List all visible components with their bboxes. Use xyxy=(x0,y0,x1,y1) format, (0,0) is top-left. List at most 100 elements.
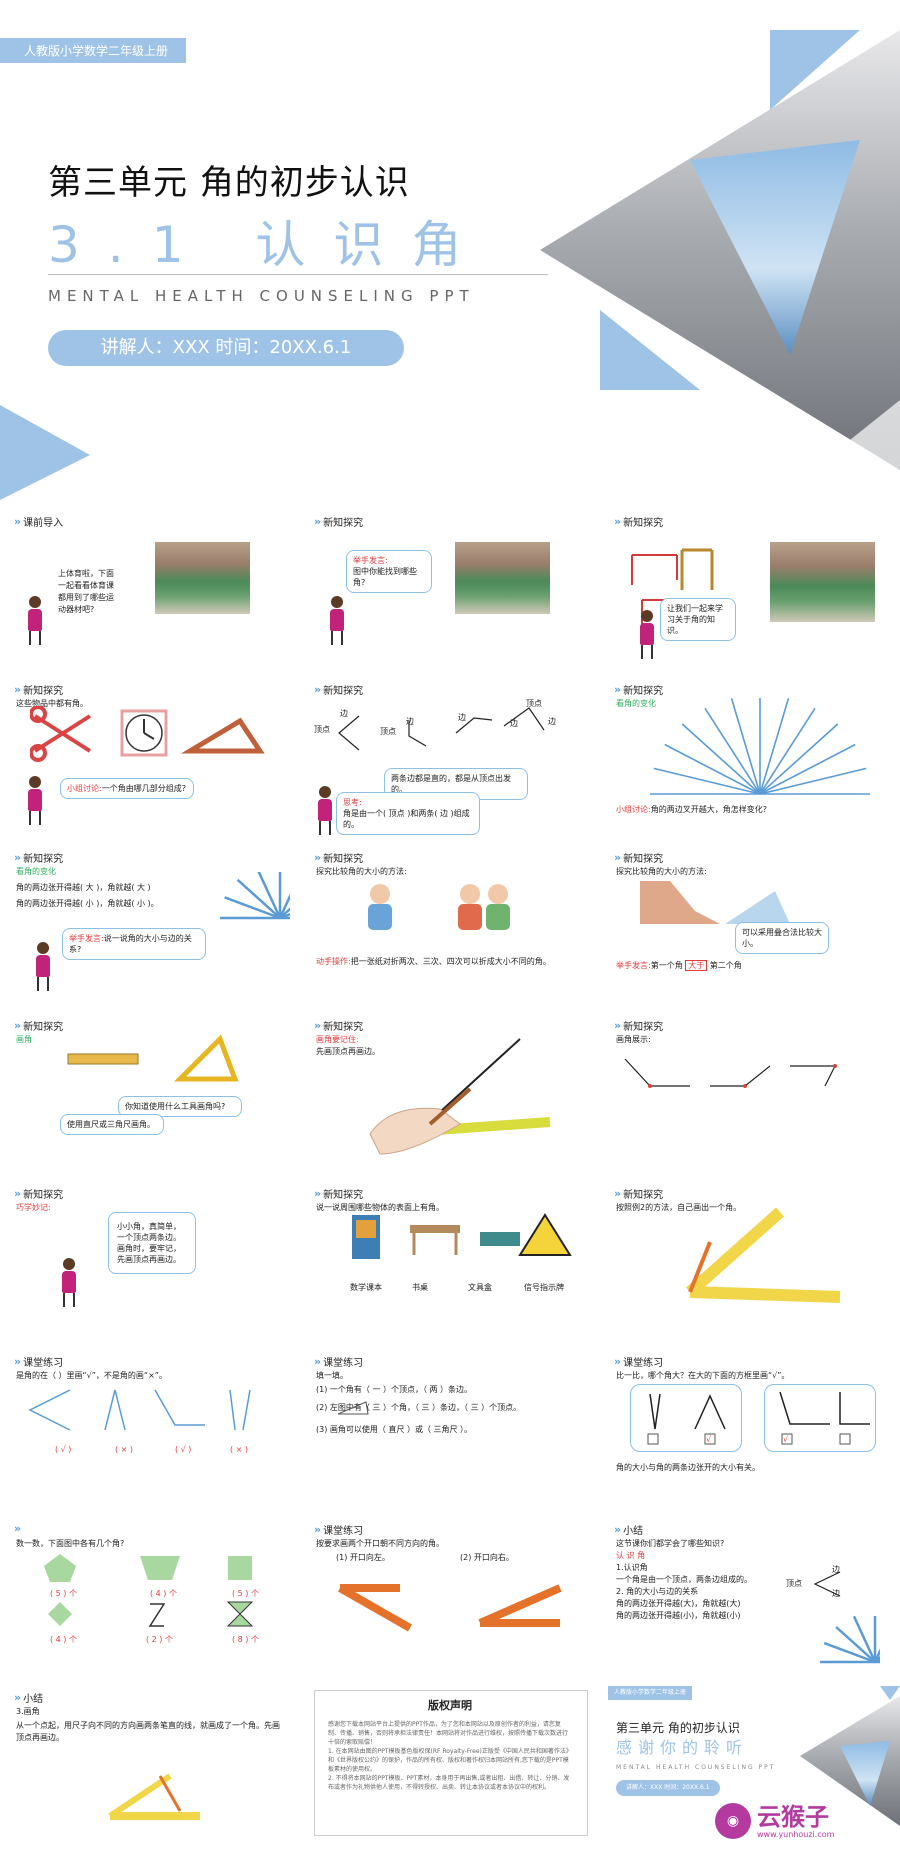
fan-line xyxy=(759,743,856,795)
compare-box-1 xyxy=(630,1384,742,1452)
fan-line xyxy=(823,1641,876,1664)
operation-text: 动手操作:把一张纸对折两次、三次、四次可以折成大小不同的角。 xyxy=(316,957,551,966)
discussion-text: 小组讨论:角的两边叉开越大，角怎样变化? xyxy=(616,805,767,814)
speech-bubble: 举手发言:图中你能找到哪些角? xyxy=(346,550,432,593)
slide-5[interactable]: »新知探究 边 顶点 边 顶点 边 顶点 边 边 两条边都是直的，都是从顶点出发… xyxy=(300,668,600,836)
fan-of-angles xyxy=(650,698,870,795)
slide-3[interactable]: »新知探究 让我们一起来学习关于角的知识。 xyxy=(600,500,900,668)
teacher-figure xyxy=(330,596,344,646)
slide-17[interactable]: »课堂练习 填一填。 (1) 一个角有（ 一 ）个顶点，（ 两 ）条边。 (2)… xyxy=(300,1340,600,1508)
slide-16[interactable]: »课堂练习 是角的在（ ）里画“√”，不是角的画“×”。 ( √ ) ( × )… xyxy=(0,1340,300,1508)
chevron-icon: » xyxy=(314,515,321,528)
speech-bubble: 小组讨论:一个角由哪几部分组成? xyxy=(60,778,194,799)
chevron-icon: » xyxy=(14,1019,21,1032)
fan-line xyxy=(730,698,761,795)
fan-line xyxy=(835,1626,876,1663)
slide-7[interactable]: »新知探究 看角的变化 角的两边张开得越( 大 )，角就越( 大 ) 角的两边张… xyxy=(0,836,300,1004)
objects-with-angles xyxy=(352,1213,572,1259)
slide-18[interactable]: »课堂练习 比一比，哪个角大？在大的下面的方框里画“√”。 √ √ 角的大小与角… xyxy=(600,1340,900,1508)
fan-line xyxy=(852,1616,877,1663)
thanks-decoration xyxy=(800,1686,900,1826)
fan-line xyxy=(279,912,290,920)
fan-line xyxy=(759,698,790,795)
slide-19[interactable]: » 数一数，下面图中各有几个角? ( 5 ) 个 ( 4 ) 个 ( 5 ) 个… xyxy=(0,1508,300,1676)
chevron-icon: » xyxy=(314,851,321,864)
fan-line xyxy=(664,743,761,795)
blue-triangle-mid xyxy=(600,310,700,390)
playground-photo xyxy=(155,542,250,614)
slide-13[interactable]: »新知探究 巧学妙记: 小小角，真简单，一个顶点两条边。画角时，要牢记，先画顶点… xyxy=(0,1172,300,1340)
speech-bubble: 思考:角是由一个( 顶点 )和两条( 边 )组成的。 xyxy=(336,792,480,835)
copyright-box xyxy=(314,1690,588,1836)
shapes-count xyxy=(44,1554,254,1627)
teacher-figure xyxy=(62,1258,76,1308)
slide-heading: »课前导入 xyxy=(14,515,64,529)
compare-angles xyxy=(647,1391,870,1445)
speech-bubble: 你知道使用什么工具画角吗? xyxy=(118,1096,242,1117)
slide-9[interactable]: »新知探究 探究比较角的大小的方法: 可以采用叠合法比较大小。 举手发言:第一个… xyxy=(600,836,900,1004)
kids-folding-illustration xyxy=(368,884,510,930)
ruler-angle-illustration xyxy=(686,1207,841,1303)
chevron-icon: » xyxy=(14,515,21,528)
overlap-angles-illustration xyxy=(640,881,790,924)
speech-bubble: 举手发言:说一说角的大小与边的关系? xyxy=(62,928,206,960)
chevron-icon: » xyxy=(14,851,21,864)
fan-line xyxy=(278,893,290,919)
chevron-icon: » xyxy=(14,1355,21,1368)
chevron-icon: » xyxy=(14,1691,21,1704)
fan-line xyxy=(653,767,761,795)
slide-4[interactable]: »新知探究 这些物品中都有角。 小组讨论:一个角由哪几部分组成? xyxy=(0,668,300,836)
teacher-figure xyxy=(640,610,654,660)
slide-15[interactable]: »新知探究 按照例2的方法，自己画出一个角。 xyxy=(600,1172,900,1340)
slide-21[interactable]: »小结 这节课你们都学会了哪些知识? 认 识 角 1.认识角 一个角是由一个顶点… xyxy=(600,1508,900,1676)
poem-bubble: 小小角，真简单，一个顶点两条边。画角时，要牢记，先画顶点再画边。 xyxy=(108,1212,196,1274)
chevron-icon: » xyxy=(614,515,621,528)
fan-line xyxy=(236,878,281,919)
blue-triangle-left xyxy=(0,405,90,500)
slide-8[interactable]: »新知探究 探究比较角的大小的方法: 动手操作:把一张纸对折两次、三次、四次可以… xyxy=(300,836,600,1004)
chevron-icon: » xyxy=(14,1187,21,1200)
slide-24[interactable]: 人教版小学数学二年级上册 第三单元 角的初步认识 感谢你的聆听 MENTAL H… xyxy=(600,1676,900,1850)
presenter-pill: 讲解人：XXX 时间：20XX.6.1 xyxy=(48,330,404,366)
gray-sky-triangle xyxy=(540,30,900,470)
fan-line xyxy=(279,907,290,919)
slide-grid: »课前导入 上体育啦，下面一起看看体育课都用到了哪些运动器材吧? »新知探究 举… xyxy=(0,500,900,1850)
chevron-icon: » xyxy=(614,851,621,864)
slide-10[interactable]: »新知探究 画角 你知道使用什么工具画角吗? 使用直尺或三角尺画角。 xyxy=(0,1004,300,1172)
hero-title: 第三单元 角的初步认识 xyxy=(48,163,410,203)
speech-bubble: 可以采用叠合法比较大小。 xyxy=(735,922,829,954)
slide-12[interactable]: »新知探究 画角展示: xyxy=(600,1004,900,1172)
angle-parts-illustration xyxy=(338,707,545,751)
title-slide: 人教版小学数学二年级上册 第三单元 角的初步认识 3.1 认识角 MENTAL … xyxy=(0,0,900,500)
objects-illustration xyxy=(30,706,265,762)
copyright-text: 感谢您下载本网站平台上提供的PPT作品，为了您和本网站以及原创作者的利益，请您复… xyxy=(328,1721,572,1791)
slide-6[interactable]: »新知探究 看角的变化 小组讨论:角的两边叉开越大，角怎样变化? xyxy=(600,668,900,836)
chevron-icon: » xyxy=(314,1187,321,1200)
copyright-title: 版权声明 xyxy=(428,1699,472,1712)
slide-14[interactable]: »新知探究 说一说周围哪些物体的表面上有角。 数学课本 书桌 文具盒 信号指示牌 xyxy=(300,1172,600,1340)
fan-line xyxy=(681,723,761,795)
compare-text: 举手发言:第一个角 大于 第二个角 xyxy=(616,960,742,971)
hero-subtitle: 3.1 认识角 xyxy=(48,216,490,274)
drawing-angle-illustration xyxy=(108,1773,200,1820)
slide-22[interactable]: »小结 3.画角 从一个点起，用尺子向不同的方向画两条笔直的线，就画成了一个角。… xyxy=(0,1676,300,1850)
slide-23[interactable]: 版权声明 感谢您下载本网站平台上提供的PPT作品，为了您和本网站以及原创作者的利… xyxy=(300,1676,600,1850)
exercise-angles xyxy=(28,1389,251,1431)
hero-tag: 人教版小学数学二年级上册 xyxy=(0,38,187,63)
slide-2[interactable]: »新知探究 举手发言:图中你能找到哪些角? xyxy=(300,500,600,668)
speech-bubble: 让我们一起来学习关于角的知识。 xyxy=(660,598,736,641)
slide-11[interactable]: »新知探究 画角要记住: 先画顶点再画边。 xyxy=(300,1004,600,1172)
slide-1[interactable]: »课前导入 上体育啦，下面一起看看体育课都用到了哪些运动器材吧? xyxy=(0,500,300,668)
compare-box-2 xyxy=(764,1384,876,1452)
blue-triangle-top xyxy=(770,30,860,110)
ruler-and-triangle xyxy=(67,1034,239,1082)
hero-english: MENTAL HEALTH COUNSELING PPT xyxy=(48,287,475,305)
chevron-icon: » xyxy=(314,1019,321,1032)
chevron-icon: » xyxy=(614,683,621,696)
small-fan xyxy=(220,872,290,920)
chevron-icon: » xyxy=(14,1522,21,1535)
teacher-figure xyxy=(318,786,332,836)
slide-20[interactable]: »课堂练习 按要求画两个开口朝不同方向的角。 (1) 开口向左。 (2) 开口向… xyxy=(300,1508,600,1676)
fan-line xyxy=(873,1648,880,1663)
fan-line xyxy=(704,707,761,795)
